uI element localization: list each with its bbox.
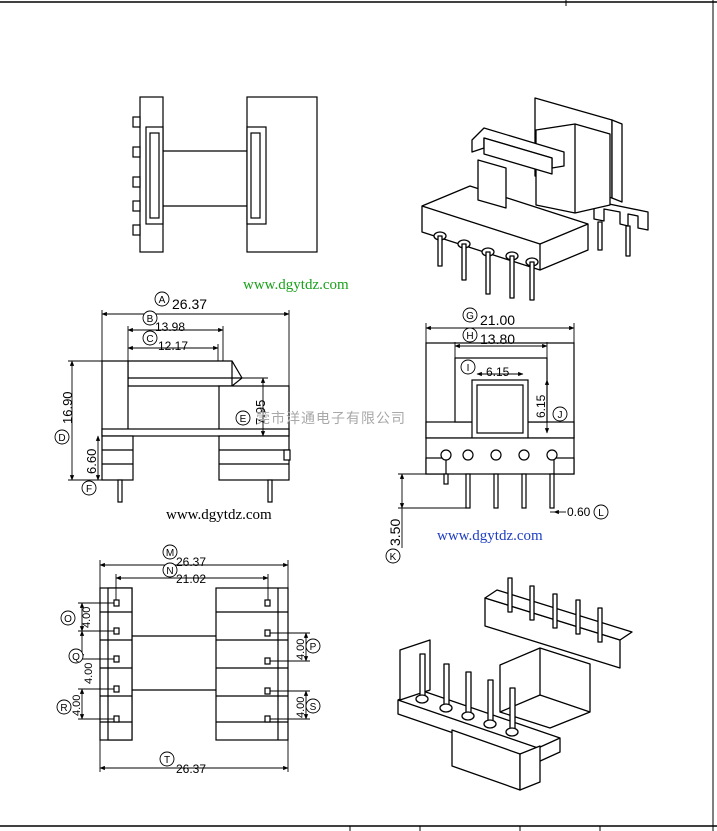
dim-value-D: 16.90 — [60, 391, 75, 424]
dim-value-K: 3.50 — [387, 519, 403, 546]
dim-letter-N: N — [166, 566, 173, 577]
dim-label-K: K 3.50 — [385, 519, 403, 564]
dim-value-F: 6.60 — [84, 449, 99, 474]
isometric-view-bottom — [397, 577, 633, 791]
dim-letter-B: B — [147, 314, 154, 325]
dim-letter-O: O — [64, 614, 72, 625]
dim-letter-F: F — [86, 484, 92, 495]
dim-value-C: 12.17 — [158, 339, 188, 353]
top-view-drawing — [132, 96, 318, 253]
dim-label-B: B 13.98 — [142, 310, 185, 334]
dim-label-L: 0.60 L — [567, 504, 609, 520]
side-view-dimensions — [68, 310, 290, 481]
dim-letter-D: D — [58, 433, 65, 444]
dim-value-E: 7.95 — [253, 400, 268, 425]
dim-value-R: 4.00 — [71, 695, 83, 716]
dim-label-R: R 4.00 — [56, 695, 83, 716]
dim-value-H: 13.80 — [480, 331, 515, 347]
dim-letter-K: K — [390, 552, 397, 563]
dim-label-F: F 6.60 — [81, 449, 99, 496]
dim-value-B: 13.98 — [155, 320, 185, 334]
dim-letter-T: T — [164, 755, 170, 766]
bottom-view-drawing — [99, 587, 289, 741]
dim-label-Q: Q 4.00 — [68, 648, 95, 684]
dim-value-O: 4.00 — [81, 607, 93, 628]
dim-value-P: 4.00 — [295, 639, 307, 660]
isometric-view-top — [421, 97, 649, 301]
side-view-drawing — [101, 360, 291, 503]
dim-value-L: 0.60 — [567, 505, 591, 519]
dim-value-T: 26.37 — [176, 762, 206, 776]
dim-label-N: N 21.02 — [162, 562, 206, 586]
dim-value-Q: 4.00 — [83, 663, 95, 684]
dim-label-G: G 21.00 — [462, 307, 515, 328]
dim-label-M: M 26.37 — [162, 544, 206, 569]
dim-letter-S: S — [310, 702, 317, 713]
dim-letter-R: R — [60, 703, 67, 714]
dim-letter-J: J — [558, 410, 563, 421]
dim-label-P: P 4.00 — [295, 638, 321, 660]
dim-label-S: S 4.00 — [295, 697, 321, 718]
end-view-dimensions — [398, 323, 575, 548]
dim-letter-G: G — [466, 311, 474, 322]
dim-label-C: C 12.17 — [142, 330, 188, 353]
dim-label-O: O 4.00 — [60, 607, 93, 628]
dim-letter-A: A — [159, 295, 166, 306]
website-url-right: www.dgytdz.com — [437, 528, 543, 544]
dim-letter-C: C — [146, 334, 153, 345]
dim-value-G: 21.00 — [480, 312, 515, 328]
dim-letter-M: M — [166, 548, 174, 559]
website-url-top: www.dgytdz.com — [243, 277, 349, 293]
dim-value-A: 26.37 — [172, 296, 207, 312]
dim-label-H: H 13.80 — [462, 327, 515, 347]
company-watermark: 莞市洋通电子有限公司 — [256, 410, 406, 426]
dim-label-E: E 7.95 — [235, 400, 268, 426]
dim-value-M: 26.37 — [176, 555, 206, 569]
dim-value-I: 6.15 — [486, 365, 510, 379]
dim-letter-L: L — [598, 508, 604, 519]
dim-letter-Q: Q — [72, 652, 80, 663]
dim-label-T: T 26.37 — [159, 751, 206, 776]
bottom-view-dimensions — [78, 560, 310, 772]
website-url-left: www.dgytdz.com — [166, 507, 272, 523]
dim-value-S: 4.00 — [295, 697, 307, 718]
dim-value-N: 21.02 — [176, 572, 206, 586]
dim-label-A: A 26.37 — [154, 291, 207, 312]
dim-label-J: J 6.15 — [534, 394, 568, 422]
dim-letter-P: P — [310, 642, 317, 653]
dim-letter-H: H — [466, 331, 473, 342]
dim-value-J: 6.15 — [534, 394, 548, 418]
dim-label-D: D 16.90 — [54, 391, 75, 445]
dim-letter-I: I — [467, 363, 470, 374]
dim-label-I: I 6.15 — [460, 359, 510, 379]
dim-letter-E: E — [240, 414, 247, 425]
